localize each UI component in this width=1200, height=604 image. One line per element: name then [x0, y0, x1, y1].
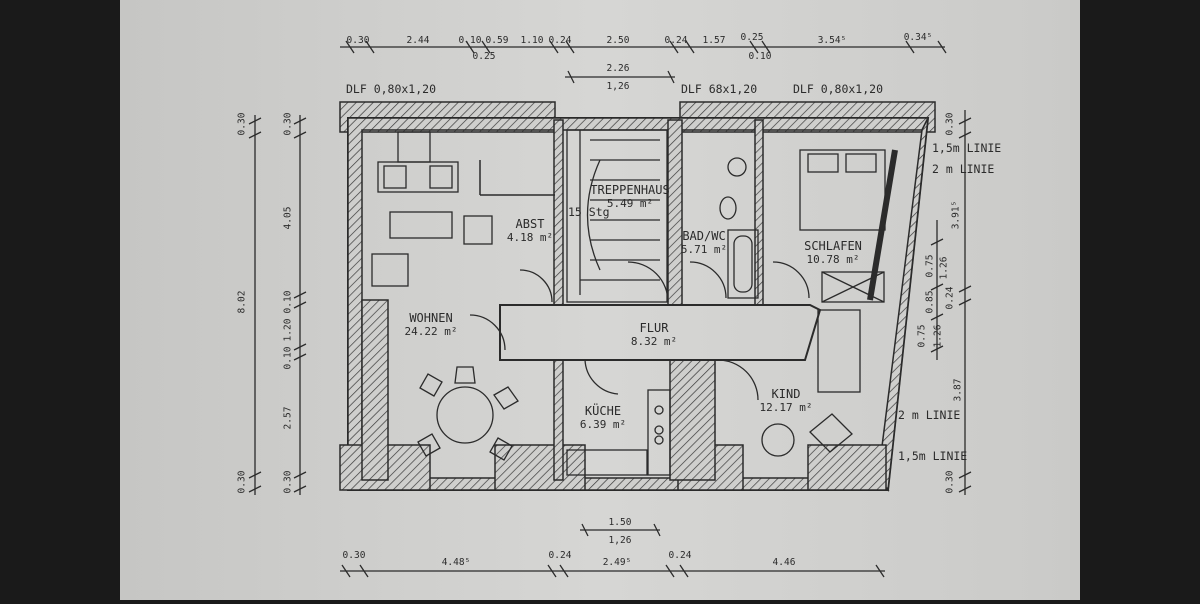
dim-top-3: 0.59 — [485, 35, 509, 46]
dim-top-sub-0: 0.25 — [472, 51, 496, 62]
dim-bottom-inner-1: 1,26 — [608, 535, 632, 546]
room-area: 24.22 m² — [404, 325, 458, 338]
dim-bottom-4: 0.24 — [668, 550, 692, 561]
dim-left-inner-0: 0.30 — [282, 112, 294, 136]
dim-right-inner-3: 0.75 — [916, 324, 928, 348]
room-label-flur: FLUR 8.32 m² — [631, 322, 677, 347]
dim-bottom-0: 0.30 — [342, 550, 366, 561]
room-area: 8.32 m² — [630, 335, 678, 348]
dim-right-outer-3: 3.87 — [952, 378, 964, 402]
skylight-right-label: DLF 0,80x1,20 — [793, 82, 884, 96]
room-name: SCHLAFEN — [804, 239, 862, 253]
dim-top-5: 0.24 — [548, 35, 572, 46]
dim-top-2: 0.10 — [458, 35, 482, 46]
room-label-treppenhaus: TREPPENHAUS 5.49 m² — [590, 184, 669, 209]
room-name: TREPPENHAUS — [590, 183, 670, 197]
furniture — [371, 129, 886, 476]
room-label-kind: KIND 12.17 m² — [760, 388, 813, 413]
dim-right-outer-4: 0.30 — [944, 470, 956, 494]
skylight-left-label: DLF 0,80x1,20 — [346, 82, 437, 96]
dim-top-6: 2.50 — [606, 35, 630, 46]
room-label-abst: ABST 4.18 m² — [507, 218, 553, 243]
dim-bottom-3: 2.49⁵ — [602, 557, 632, 568]
room-area: 5.49 m² — [606, 197, 654, 210]
dim-left-outer-2: 0.30 — [236, 470, 248, 494]
room-label-bad: BAD/WC 5.71 m² — [681, 230, 727, 255]
dim-left-inner-1: 4.05 — [282, 206, 294, 230]
room-area: 6.39 m² — [579, 418, 627, 431]
dim-right-inner-2: 0.85 — [924, 290, 936, 314]
dimension-ticks — [248, 40, 972, 578]
room-area: 5.71 m² — [680, 243, 728, 256]
dim-bottom-2: 0.24 — [548, 550, 572, 561]
dim-right-inner-4: 1.26 — [932, 324, 944, 348]
line-label-1-5m-bottom: 1,5m LINIE — [898, 449, 968, 463]
room-name: FLUR — [639, 321, 669, 335]
paper-sheet — [120, 0, 1080, 600]
dim-right-outer-2: 0.24 — [944, 286, 956, 310]
dim-top-7: 0.24 — [664, 35, 688, 46]
dim-left-outer-0: 0.30 — [236, 112, 248, 136]
room-name: KÜCHE — [584, 404, 622, 418]
room-name: ABST — [515, 217, 545, 231]
dim-top-9: 0.25 — [740, 32, 764, 43]
dim-left-inner-2: 0.10 — [282, 290, 294, 314]
room-area: 4.18 m² — [506, 231, 554, 244]
room-name: BAD/WC — [682, 229, 726, 243]
dim-top-inner-0: 2.26 — [606, 63, 630, 74]
dim-bottom-1: 4.48⁵ — [441, 557, 471, 568]
dim-right-inner-1: 1.26 — [938, 256, 950, 280]
line-label-2m-top: 2 m LINIE — [932, 162, 995, 176]
dim-left-inner-5: 2.57 — [282, 406, 294, 430]
dim-bottom-5: 4.46 — [772, 557, 796, 568]
dim-bottom-inner-0: 1.50 — [608, 517, 632, 528]
dim-top-8: 1.57 — [702, 35, 726, 46]
dim-left-inner-6: 0.30 — [282, 470, 294, 494]
walls — [339, 101, 936, 492]
room-area: 10.78 m² — [806, 253, 860, 266]
dim-top-11: 0.34⁵ — [903, 32, 933, 43]
dim-left-outer-1: 8.02 — [236, 290, 248, 314]
line-label-1-5m-top: 1,5m LINIE — [932, 141, 1002, 155]
dim-left-inner-3: 1.20 — [282, 318, 294, 342]
dim-left-inner-4: 0.10 — [282, 346, 294, 370]
room-label-wohnen: WOHNEN 24.22 m² — [405, 312, 458, 337]
room-name: KIND — [771, 387, 801, 401]
dim-top-0: 0.30 — [346, 35, 370, 46]
dim-top-1: 2.44 — [406, 35, 430, 46]
dim-right-outer-1: 3.91⁵ — [950, 200, 962, 230]
dim-top-10: 3.54⁵ — [817, 35, 847, 46]
line-label-2m-bottom: 2 m LINIE — [898, 408, 961, 422]
stair-step-count: 15 Stg — [568, 205, 610, 219]
room-area: 12.17 m² — [759, 401, 813, 414]
room-label-kueche: KÜCHE 6.39 m² — [580, 405, 626, 430]
room-label-schlafen: SCHLAFEN 10.78 m² — [804, 240, 862, 265]
dim-top-sub-1: 0.10 — [748, 51, 772, 62]
dim-right-outer-0: 0.30 — [944, 112, 956, 136]
dim-right-inner-0: 0.75 — [924, 254, 936, 278]
room-name: WOHNEN — [409, 311, 453, 325]
dim-top-4: 1.10 — [520, 35, 544, 46]
dim-top-inner-1: 1,26 — [606, 81, 630, 92]
skylight-middle-label: DLF 68x1,20 — [681, 82, 758, 96]
